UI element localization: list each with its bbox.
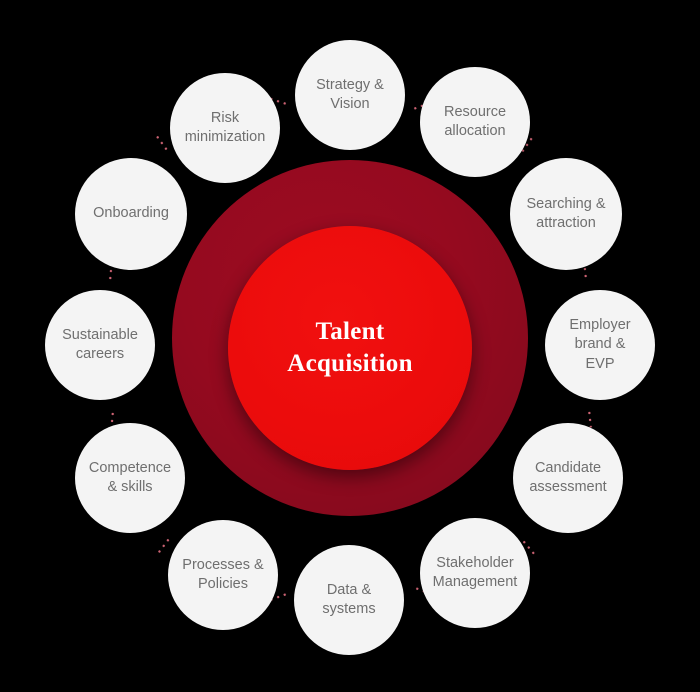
dotted-connector <box>587 409 593 428</box>
node-bubble[interactable]: Searching & attraction <box>510 158 622 270</box>
node-label: Resource allocation <box>443 103 507 139</box>
node-bubble[interactable]: Stakeholder Management <box>420 518 530 628</box>
node-bubble[interactable]: Candidate assessment <box>513 423 623 533</box>
node-bubble[interactable]: Onboarding <box>75 158 187 270</box>
node-label: Strategy & Vision <box>316 76 384 112</box>
node-bubble[interactable]: Employer brand & EVP <box>545 290 655 400</box>
node-label: Onboarding <box>93 205 169 222</box>
inner-core-circle: Talent Acquisition <box>228 226 472 470</box>
node-bubble[interactable]: Sustainable careers <box>45 290 155 400</box>
node-label: Sustainable careers <box>62 326 138 362</box>
node-label: Risk minimization <box>184 109 266 145</box>
node-label: Candidate assessment <box>529 459 607 495</box>
node-bubble[interactable]: Processes & Policies <box>168 520 278 630</box>
node-label: Data & systems <box>322 581 376 617</box>
dotted-connector <box>155 134 170 153</box>
dotted-connector <box>156 536 172 555</box>
node-label: Competence & skills <box>88 459 172 495</box>
node-bubble[interactable]: Resource allocation <box>420 67 530 177</box>
node-label: Searching & attraction <box>526 195 606 231</box>
node-label: Employer brand & EVP <box>569 317 631 372</box>
node-bubble[interactable]: Data & systems <box>294 545 404 655</box>
node-bubble[interactable]: Strategy & Vision <box>295 40 405 150</box>
node-label: Stakeholder Management <box>432 554 518 590</box>
node-bubble[interactable]: Competence & skills <box>75 423 185 533</box>
node-bubble[interactable]: Risk minimization <box>170 73 280 183</box>
center-title: Talent Acquisition <box>287 318 413 377</box>
node-label: Processes & Policies <box>182 556 264 592</box>
